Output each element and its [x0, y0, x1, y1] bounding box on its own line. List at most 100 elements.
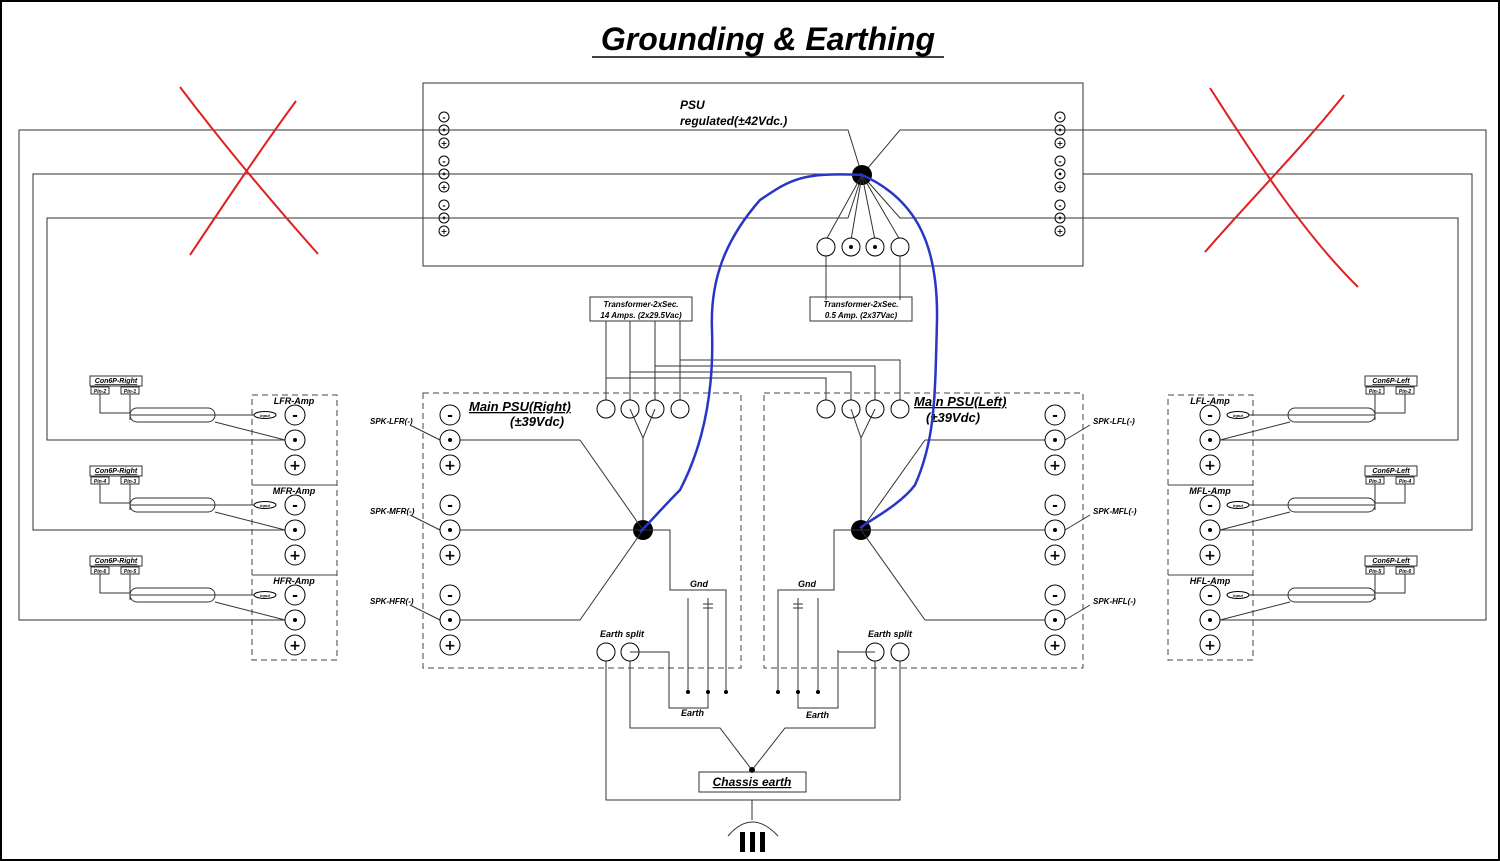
pin-label: Pin-2 — [94, 389, 106, 395]
connector-box — [89, 555, 143, 567]
amp-terminal — [284, 544, 306, 566]
psu-label-line1: PSU — [680, 98, 705, 112]
terminal-dot — [1053, 528, 1057, 532]
psu-terminal — [438, 199, 450, 211]
main-psu-right-line1: Main PSU(Right) — [469, 399, 571, 414]
main-psu-terminals: -+-+-+-+-+-+ — [439, 404, 1066, 656]
pin-wire — [1375, 394, 1406, 414]
psu-terminal-symbol: - — [1058, 157, 1061, 166]
red-cross-right-icon — [1204, 87, 1359, 288]
amp-label: LFR-Amp — [274, 396, 315, 406]
amp-label: HFL-Amp — [1190, 576, 1231, 586]
pin-label: Pin-6 — [1399, 569, 1411, 575]
psu-terminal — [438, 181, 450, 193]
pin-label: Pin-4 — [94, 479, 106, 485]
psu-rectifier-terminals — [816, 174, 910, 300]
shield-wire — [1219, 511, 1291, 531]
amp-terminal — [1199, 454, 1221, 476]
amp-box — [1167, 394, 1254, 486]
input-label: Input — [1233, 593, 1243, 598]
transformer-left-box — [809, 296, 913, 322]
transformer-right-line2: 14 Amps. (2x29.5Vac) — [600, 311, 682, 320]
amp-box — [1167, 574, 1254, 661]
chassis-earth-box — [698, 771, 807, 793]
connector-box — [1364, 375, 1418, 387]
pin-wire — [1375, 484, 1406, 504]
shield-wire — [1219, 601, 1291, 621]
input-label: Input — [260, 593, 270, 598]
amp-terminal-symbol: + — [289, 638, 301, 654]
terminal-dot — [1208, 618, 1212, 622]
psu-terminal — [1054, 199, 1066, 211]
amp-terminal-symbol: + — [1204, 638, 1216, 654]
psu-terminal — [1054, 225, 1066, 237]
main-psu-terminal — [1044, 404, 1066, 426]
amp-terminal-symbol: - — [1207, 498, 1213, 514]
psu-terminal-symbol: + — [441, 227, 448, 236]
pin-label: Pin-5 — [1369, 569, 1381, 575]
amp-label: MFR-Amp — [273, 486, 316, 496]
gnd-left-label: Gnd — [798, 579, 816, 589]
main-psu-left-line2: (±39Vdc) — [926, 410, 980, 425]
amp-terminal-symbol: - — [292, 588, 298, 604]
amp-terminal — [1199, 544, 1221, 566]
earth-split-wiring — [596, 642, 910, 801]
main-psu-bridges — [596, 399, 910, 530]
amp-terminal-symbol: - — [292, 408, 298, 424]
main-psu-terminal — [439, 584, 461, 606]
spk-lead — [409, 514, 441, 531]
main-psu-terminal — [1044, 584, 1066, 606]
connector-box — [89, 375, 143, 387]
psu-terminal — [438, 137, 450, 149]
amplifier-sections: LFR-Amp-+InputSPK-LFR(-)Con6P-RightPin-2… — [89, 375, 1418, 661]
pin-label: Pin-3 — [1369, 479, 1381, 485]
main-psu-terminal-symbol: - — [1052, 408, 1058, 424]
chassis-ground-icon — [727, 800, 779, 852]
connector-label: Con6P-Left — [1372, 558, 1410, 565]
main-psu-terminal-symbol: - — [1052, 498, 1058, 514]
psu-terminal-symbol: + — [441, 139, 448, 148]
amp-terminal-symbol: - — [1207, 408, 1213, 424]
main-psu-terminal-symbol: - — [447, 408, 453, 424]
main-psu-terminal-symbol: + — [444, 458, 456, 474]
psu-terminal — [438, 155, 450, 167]
pin-wire — [99, 484, 130, 504]
pin-label: Pin-2 — [1399, 389, 1411, 395]
psu-terminal-symbol: - — [442, 113, 445, 122]
red-cross-left-icon — [179, 86, 319, 256]
psu-terminal — [438, 225, 450, 237]
connector-box — [1364, 465, 1418, 477]
amp-terminal — [284, 494, 306, 516]
input-label: Input — [1233, 503, 1243, 508]
main-psu-terminal-symbol: - — [447, 588, 453, 604]
psu-label-line2: regulated(±42Vdc.) — [680, 114, 787, 128]
pin-label: Pin-1 — [124, 389, 136, 395]
transformer-wiring — [605, 321, 901, 400]
terminal-dot — [293, 438, 297, 442]
main-psu-right-line2: (±39Vdc) — [510, 414, 564, 429]
terminal-dot — [448, 528, 452, 532]
psu-terminal-symbol: - — [442, 157, 445, 166]
shield-wire — [214, 511, 286, 531]
amp-box — [251, 484, 338, 576]
amp-box — [251, 394, 338, 486]
connector-label: Con6P-Right — [95, 558, 138, 565]
shield-wire — [214, 421, 286, 441]
spk-lead — [1064, 424, 1091, 441]
main-psu-terminal — [439, 494, 461, 516]
pin-wire — [99, 394, 130, 414]
spk-label: SPK-MFL(-) — [1093, 507, 1137, 516]
connector-label: Con6P-Left — [1372, 468, 1410, 475]
terminal-dot — [1208, 438, 1212, 442]
amp-terminal — [1199, 404, 1221, 426]
psu-terminal — [1054, 111, 1066, 123]
earth-left-label: Earth — [806, 710, 830, 720]
blue-annotation-right — [639, 173, 863, 533]
amp-box — [251, 574, 338, 661]
spk-label: SPK-LFR(-) — [370, 417, 413, 426]
terminal-dot — [293, 528, 297, 532]
amp-terminal — [1199, 634, 1221, 656]
main-psu-left-line1: Main PSU(Left) — [914, 394, 1006, 409]
connector-label: Con6P-Right — [95, 378, 138, 385]
amp-terminal-symbol: - — [1207, 588, 1213, 604]
